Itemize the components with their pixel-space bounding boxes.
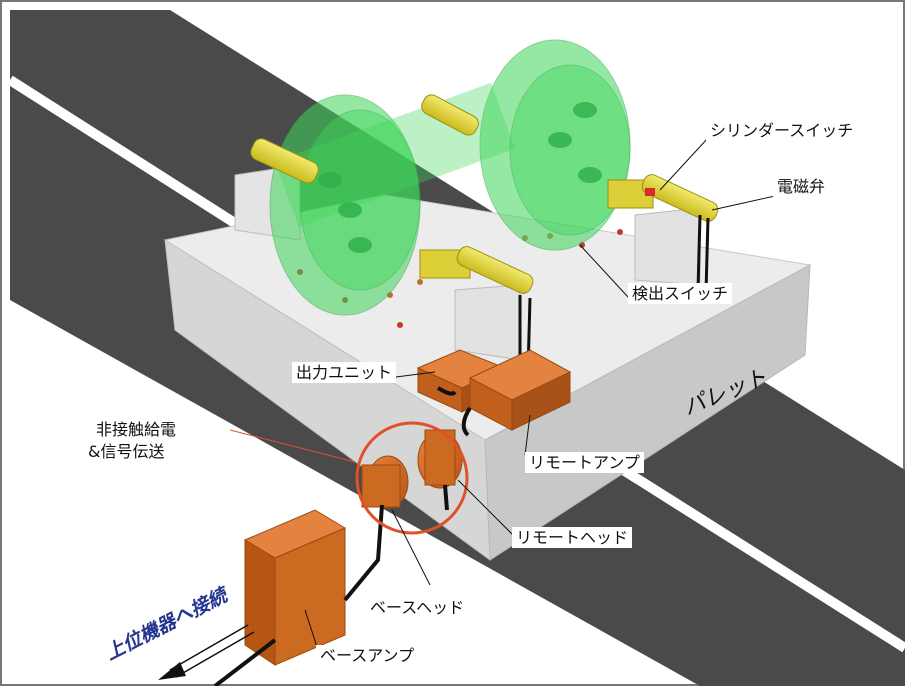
orange-units [243,349,572,666]
label-output-unit: 出力ユニット [292,362,397,384]
yellow-actuators [250,94,719,373]
actuator-right [641,174,719,222]
label-base-head: ベースヘッド [366,597,469,619]
connect-arrow [158,624,255,680]
pallet-side [484,264,811,561]
actuator-front [456,246,534,294]
label-remote-head: リモートヘッド [512,527,633,549]
label-remote-amp: リモートアンプ [525,452,644,474]
label-contactless-line2: &信号伝送 [88,442,165,461]
label-cylinder-switch: シリンダースイッチ [706,120,858,142]
label-contactless-line1: 非接触給電 [96,420,177,439]
label-detection-switch: 検出スイッチ [628,283,733,305]
support-block-front [454,284,521,361]
label-solenoid-valve: 電磁弁 [773,176,830,198]
label-base-amp: ベースアンプ [316,645,419,667]
leader-lines [229,137,776,651]
support-block-right [634,207,701,286]
contactless-highlight-circle [355,421,469,535]
